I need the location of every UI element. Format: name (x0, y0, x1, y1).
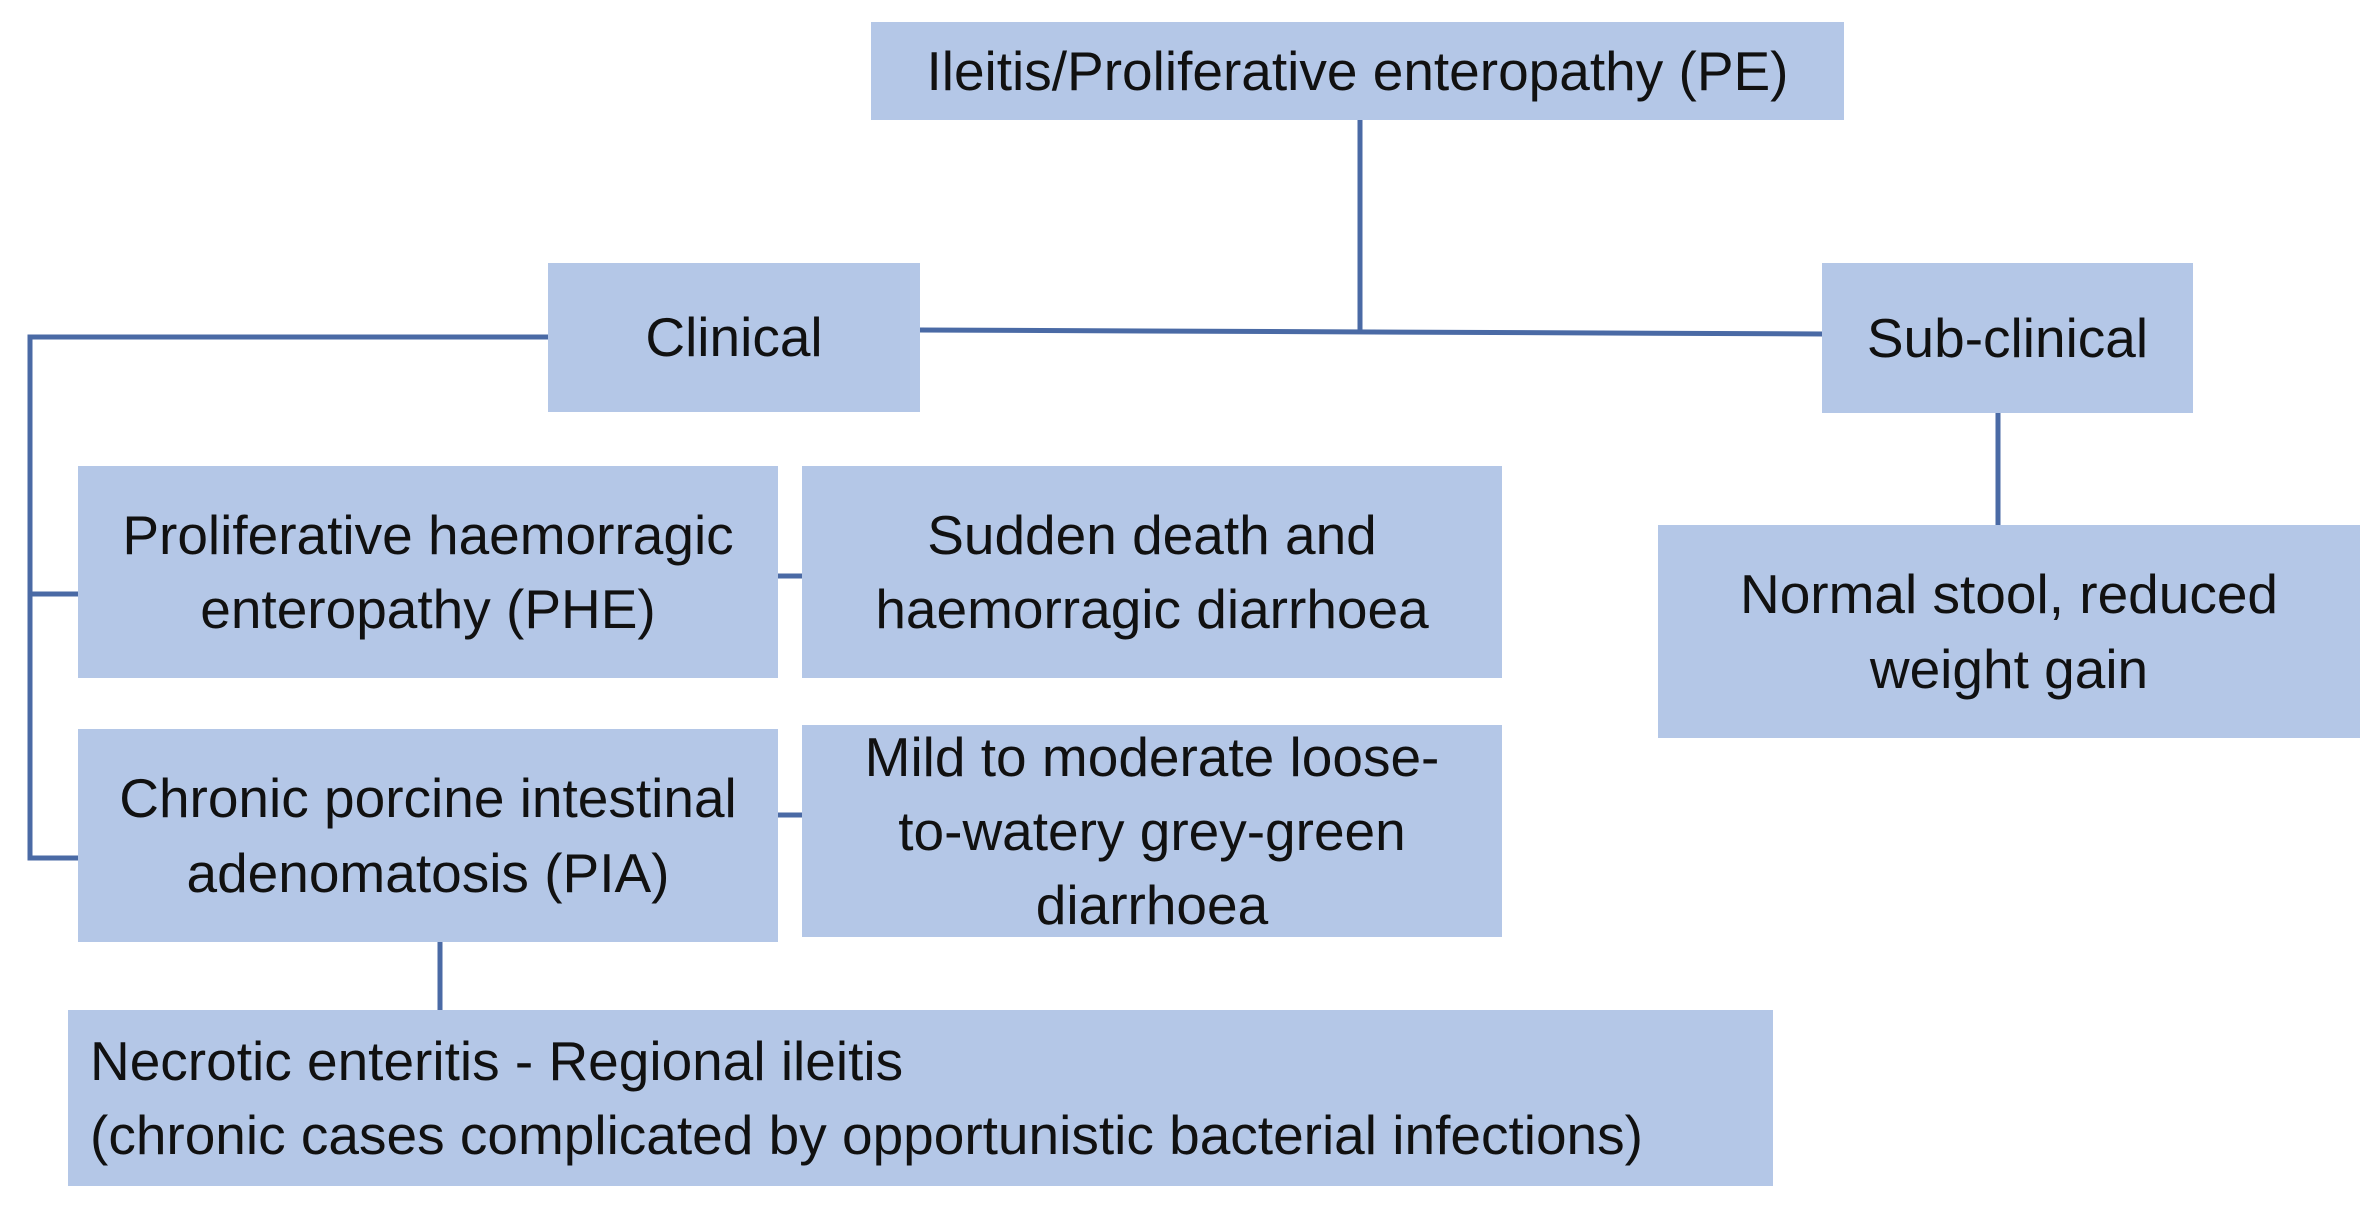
subclinical-node: Sub-clinical (1822, 263, 2193, 413)
clinical-node: Clinical (548, 263, 920, 412)
subclinical-node-label: Sub-clinical (1866, 306, 2149, 369)
phe-sign-node: Sudden death and haemorragic diarrhoea (802, 466, 1502, 678)
phe-node: Proliferative haemorragic enteropathy (P… (78, 466, 778, 678)
pia-sign-label: Mild to moderate loose- to-watery grey-g… (864, 725, 1440, 937)
subclinical-sign-node: Normal stool, reduced weight gain (1658, 525, 2360, 738)
pia-node: Chronic porcine intestinal adenomatosis … (78, 729, 778, 942)
clinical-to-subclinical-connector (917, 327, 1825, 337)
necrotic-enteritis-label: Necrotic enteritis - Regional ileitis (c… (90, 1029, 1643, 1166)
phe-sign-label: Sudden death and haemorragic diarrhoea (875, 503, 1429, 640)
pia-node-label: Chronic porcine intestinal adenomatosis … (119, 767, 737, 904)
necrotic-enteritis-node: Necrotic enteritis - Regional ileitis (c… (68, 1010, 1773, 1186)
root-node-label: Ileitis/Proliferative enteropathy (PE) (926, 39, 1789, 102)
pia-sign-node: Mild to moderate loose- to-watery grey-g… (802, 725, 1502, 937)
root-node: Ileitis/Proliferative enteropathy (PE) (871, 22, 1844, 120)
clinical-node-label: Clinical (645, 306, 823, 369)
phe-node-label: Proliferative haemorragic enteropathy (P… (122, 503, 734, 640)
subclinical-sign-label: Normal stool, reduced weight gain (1739, 563, 2279, 700)
